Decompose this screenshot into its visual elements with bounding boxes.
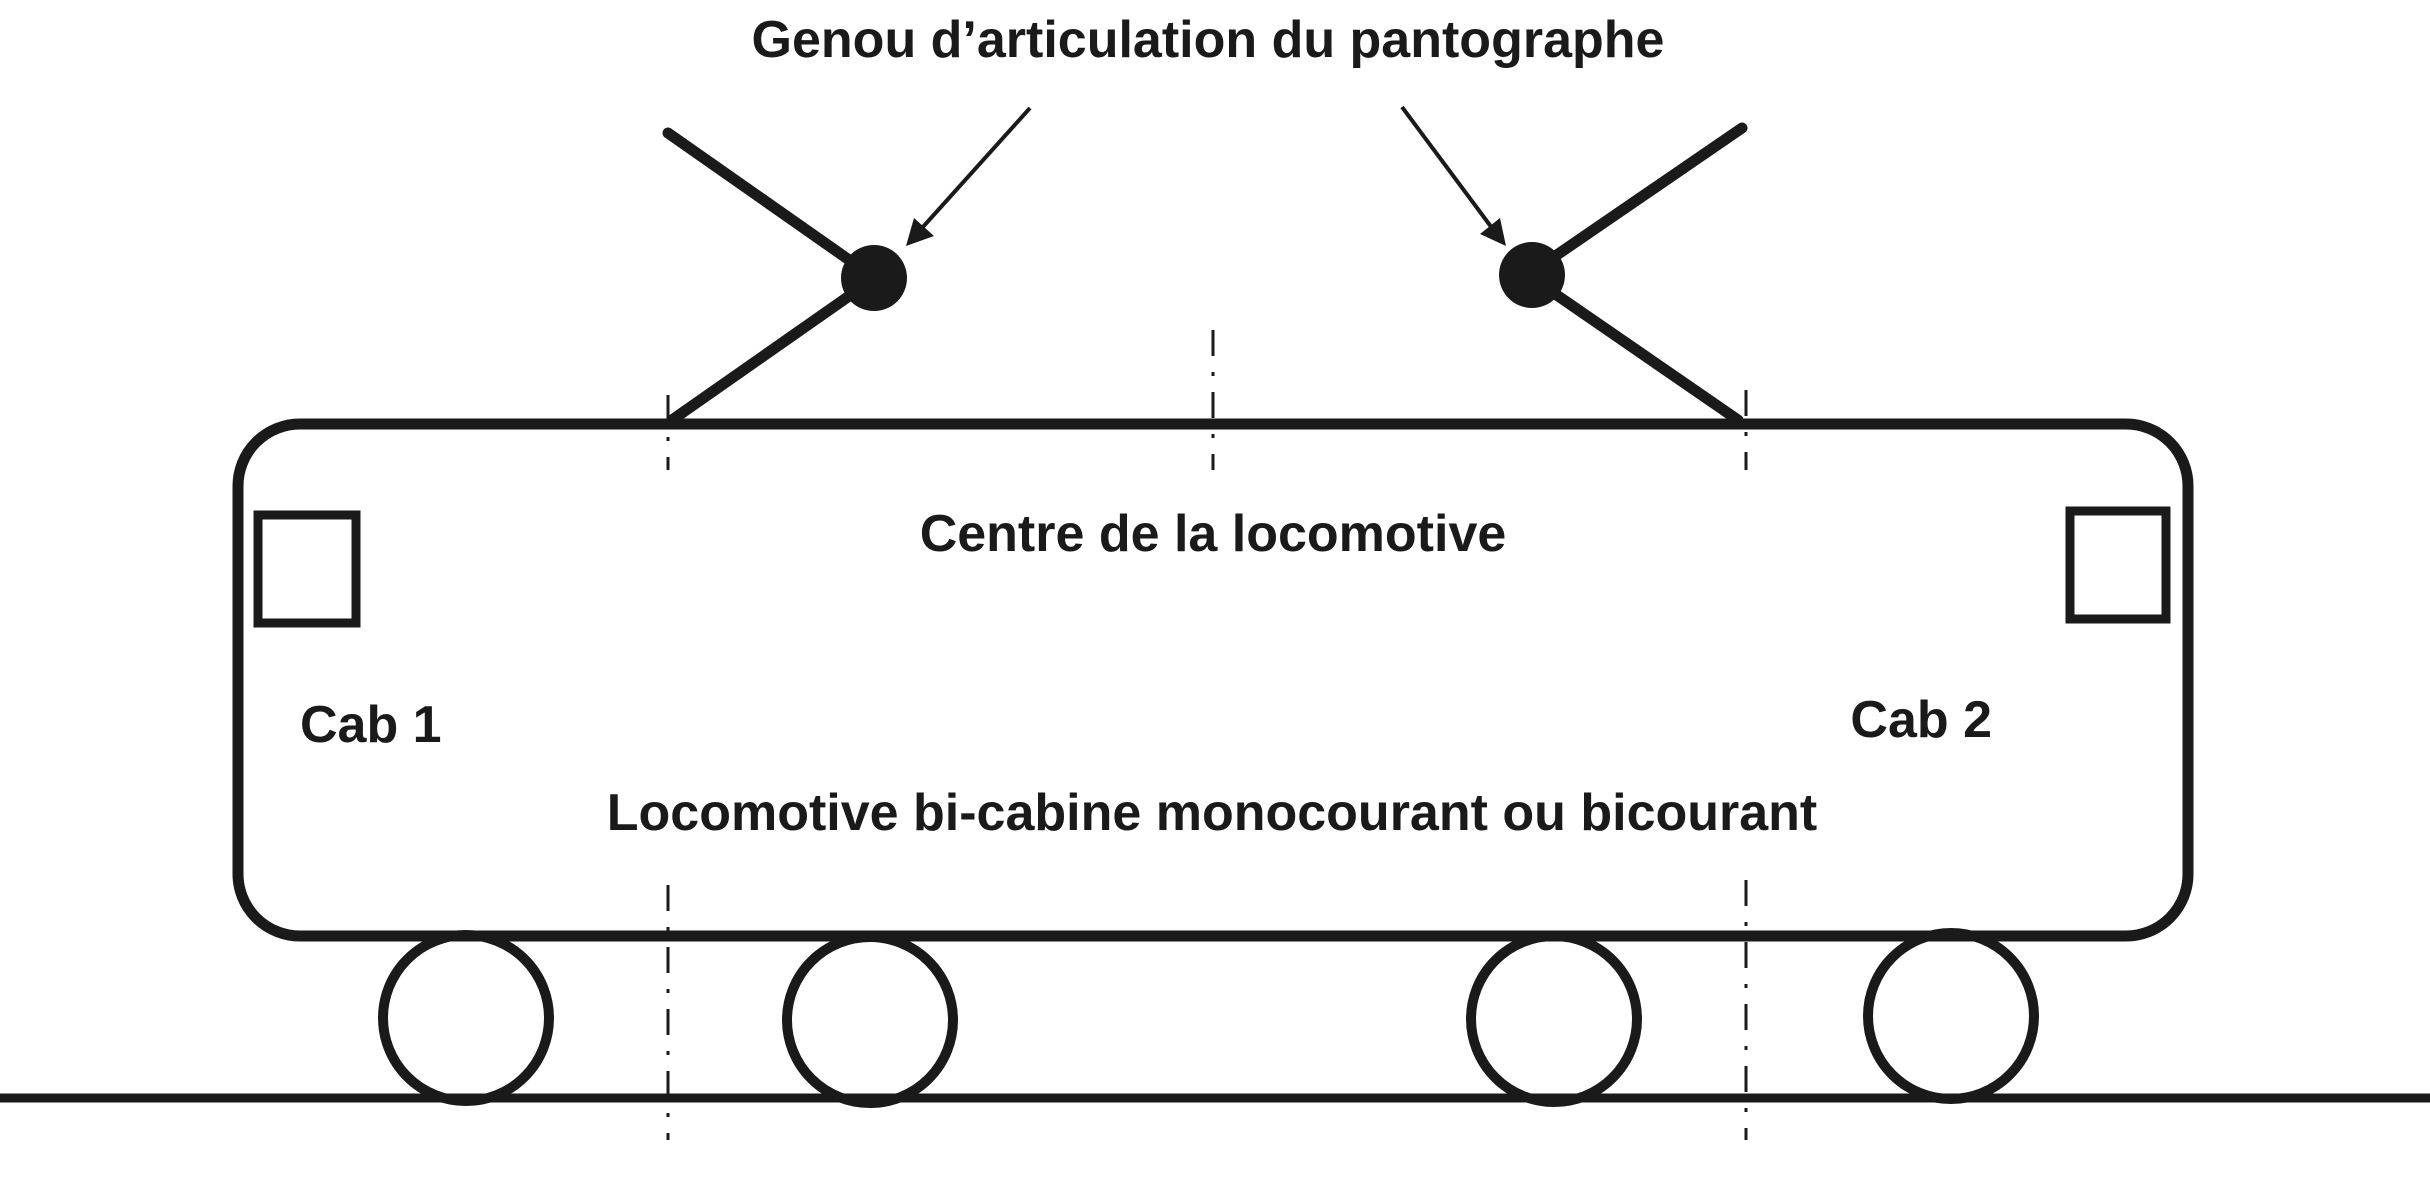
wheel-3: [1466, 931, 1642, 1107]
wheel-2: [782, 932, 958, 1108]
wheels: [378, 928, 2039, 1108]
locomotive-body: [232, 418, 2194, 942]
right-knee-arrow: [1400, 105, 1494, 230]
locomotive-center-label: Centre de la locomotive: [920, 505, 1507, 563]
left-pantograph-upper-arm: [662, 127, 878, 282]
pantograph-knee-title: Genou d’articulation du pantographe: [752, 11, 1665, 69]
cab-1-label: Cab 1: [300, 696, 442, 754]
wheel-4: [1863, 928, 2039, 1104]
locomotive-description-label: Locomotive bi-cabine monocourant ou bico…: [607, 784, 1818, 842]
wheel-1: [378, 930, 554, 1106]
knee-arrows: [906, 105, 1506, 246]
axis-lines: [666, 330, 1748, 1140]
right-pantograph-upper-arm: [1526, 122, 1748, 278]
cab-2-label: Cab 2: [1850, 691, 1992, 749]
cab-2-window: [2065, 506, 2171, 624]
left-pantograph-knee-joint: [841, 245, 907, 311]
left-knee-arrow: [920, 106, 1032, 230]
left-knee-arrowhead: [906, 218, 934, 246]
right-knee-arrowhead: [1480, 218, 1506, 246]
left-pantograph: [662, 127, 878, 426]
right-pantograph-lower-arm: [1526, 272, 1744, 426]
right-pantograph: [1526, 122, 1748, 426]
left-pantograph-lower-arm: [666, 274, 878, 426]
cab-1-window: [253, 510, 361, 628]
right-pantograph-knee-joint: [1499, 242, 1565, 308]
